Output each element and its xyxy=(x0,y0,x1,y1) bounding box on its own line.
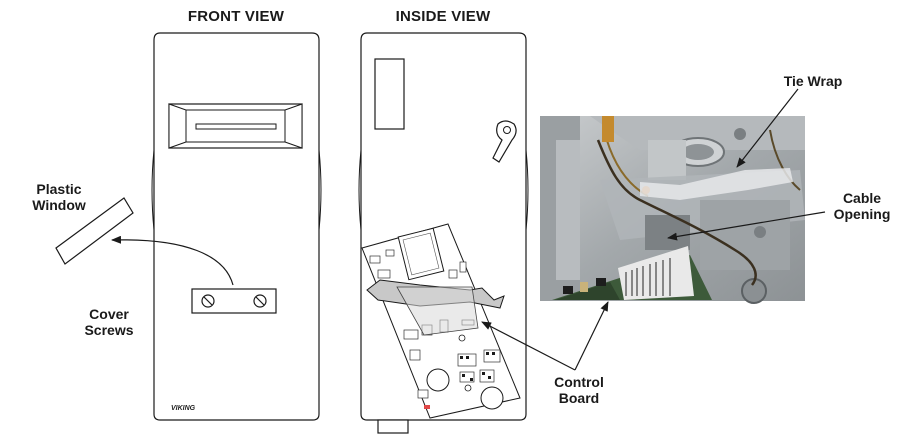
viking-logo: VIKING xyxy=(171,405,196,412)
screw-icon xyxy=(201,294,215,308)
plastic-window-label-line1: Plastic xyxy=(36,181,82,197)
cable-opening-label-line2: Opening xyxy=(833,206,891,222)
plastic-window-label: Plastic Window xyxy=(22,181,96,213)
cover-screws-label-line1: Cover xyxy=(89,306,129,322)
cover-screw-plate xyxy=(191,288,277,314)
cable-opening-label-line1: Cable xyxy=(842,190,882,206)
tie-wrap-pointer xyxy=(736,88,799,168)
plastic-window-label-line2: Window xyxy=(32,197,86,213)
inside-view-title: INSIDE VIEW xyxy=(395,8,491,25)
control-board-label-line2: Board xyxy=(558,390,600,406)
control-board-label: Control Board xyxy=(542,374,616,406)
cover-screws-label: Cover Screws xyxy=(74,306,144,338)
mounting-bracket xyxy=(492,120,517,163)
screw-icon xyxy=(253,294,267,308)
control-board-drawing xyxy=(361,223,521,419)
plastic-window-part xyxy=(55,197,134,265)
inside-opening xyxy=(374,58,405,130)
interior-photo xyxy=(540,116,805,304)
control-board-arrow-left xyxy=(481,321,576,371)
tie-wrap-label: Tie Wrap xyxy=(783,73,843,89)
cable-opening-pointer xyxy=(667,211,826,241)
cover-screws-label-line2: Screws xyxy=(84,322,134,338)
cable-opening-label: Cable Opening xyxy=(822,190,902,222)
front-view-title: FRONT VIEW xyxy=(187,8,285,25)
front-view-housing xyxy=(151,32,322,421)
control-board-arrow-right xyxy=(574,301,609,371)
plastic-window-arrow xyxy=(111,235,234,286)
front-window-slot xyxy=(168,103,303,149)
control-board-label-line1: Control xyxy=(554,374,604,390)
